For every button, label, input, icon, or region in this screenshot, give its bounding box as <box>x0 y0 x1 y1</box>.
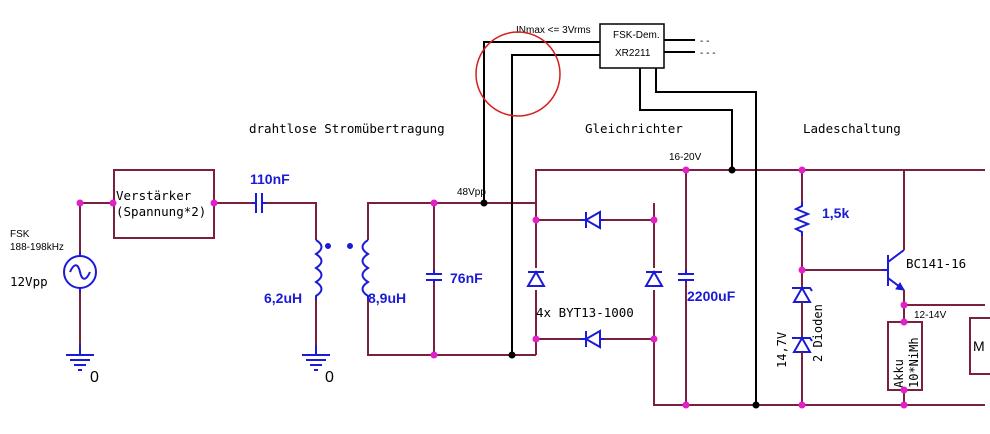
capacitor-2200uf <box>678 270 694 283</box>
capacitor-76nf-label: 76nF <box>450 270 483 286</box>
source-frequency: 188-198kHz <box>10 242 64 253</box>
load-box <box>969 317 990 375</box>
section-heading-charger: Ladeschaltung <box>803 121 901 136</box>
capacitor-110nf-label: 110nF <box>250 171 290 187</box>
amplifier-sublabel: (Spannung*2) <box>116 204 206 219</box>
capacitor-110nf <box>252 193 266 213</box>
demod-output-1: - - <box>700 36 709 47</box>
source-name: FSK <box>10 229 30 240</box>
resistor-1-5k-label: 1,5k <box>822 205 849 221</box>
node-label-12-14v: 12-14V <box>914 310 947 321</box>
transistor-bc141 <box>882 249 905 291</box>
ground-label-source: 0 <box>90 369 99 386</box>
inductor-primary-label: 6,2uH <box>264 290 302 306</box>
resistor-1-5k <box>793 202 811 236</box>
fsk-source <box>63 202 113 345</box>
source-amplitude: 12Vpp <box>10 274 48 289</box>
inductor-secondary <box>347 239 370 300</box>
bridge-rectifier <box>526 203 664 355</box>
zener-voltage-label: 14,7V <box>775 332 789 368</box>
fsk-demodulator-chip: XR2211 <box>615 48 651 59</box>
ground-symbol-source <box>66 345 94 371</box>
node-label-48vpp: 48Vpp <box>457 187 486 198</box>
capacitor-76nf <box>426 270 442 283</box>
fsk-demodulator-box <box>599 23 665 69</box>
zener-count-label: 2 Dioden <box>811 304 825 362</box>
amplifier-box <box>113 169 215 239</box>
ground-label-primary: 0 <box>325 369 334 386</box>
demod-output-2: - - - <box>700 48 716 59</box>
bridge-diodes-label: 4x BYT13-1000 <box>536 305 634 320</box>
input-highlight-circle <box>475 31 561 117</box>
load-label: M <box>973 338 985 354</box>
zener-diodes <box>792 285 813 405</box>
inductor-primary <box>314 239 331 300</box>
fsk-demodulator-label: FSK-Dem. <box>613 30 660 41</box>
junction-dots <box>76 166 908 409</box>
battery-cells-label: 10*NiMh <box>907 337 921 388</box>
demod-input-note: INmax <= 3Vrms <box>516 25 591 36</box>
amplifier-label: Verstärker <box>116 188 192 203</box>
section-heading-rectifier: Gleichrichter <box>585 121 683 136</box>
inductor-secondary-label: 8,9uH <box>368 290 406 306</box>
transistor-label: BC141-16 <box>906 256 966 271</box>
node-label-16-20v: 16-20V <box>669 152 702 163</box>
ground-symbol-primary <box>302 345 330 371</box>
battery-label: Akku <box>892 359 906 388</box>
capacitor-2200uf-label: 2200uF <box>687 288 736 304</box>
section-heading-wireless: drahtlose Stromübertragung <box>249 121 445 136</box>
